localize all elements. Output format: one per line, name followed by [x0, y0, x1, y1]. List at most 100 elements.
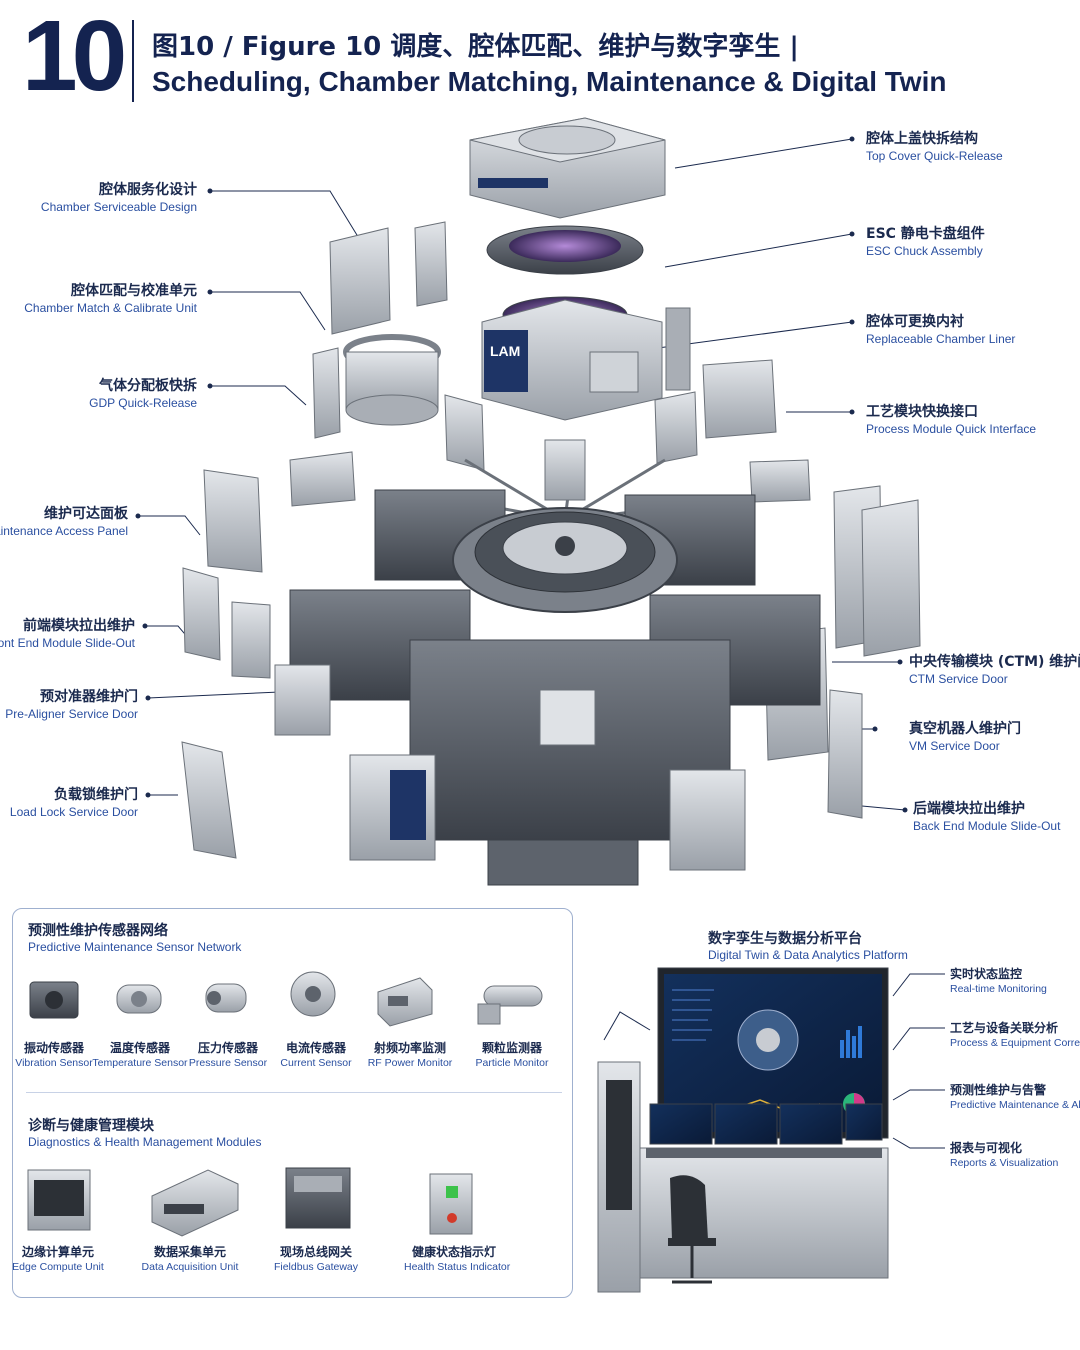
edge-compute-unit-icon — [27, 1169, 91, 1231]
sensor-label-en: Temperature Sensor — [92, 1057, 188, 1069]
callout-label-en: Front End Module Slide-Out — [0, 636, 135, 650]
callout-label-cn: 中央传输模块 (CTM) 维护门 — [909, 654, 1080, 670]
sensor-icons — [29, 971, 543, 1027]
callout-vm-service-door: 真空机器人维护门 VM Service Door — [909, 720, 1021, 754]
callout-label-en: Top Cover Quick-Release — [866, 149, 1003, 163]
diagnostic-label-cn: 边缘计算单元 — [21, 1245, 94, 1259]
esc-chuck-part — [486, 225, 644, 275]
callout-front-end-module-slide-out: 前端模块拉出维护 Front End Module Slide-Out — [0, 617, 135, 651]
diagnostic-item-fieldbus-gateway: 现场总线网关 Fieldbus Gateway — [266, 1244, 366, 1274]
callout-chamber-serviceable-design: 腔体服务化设计 Chamber Serviceable Design — [41, 181, 197, 215]
callout-label-en: CTM Service Door — [909, 672, 1008, 686]
sensor-label-en: Particle Monitor — [475, 1057, 549, 1069]
callout-label-en: Chamber Match & Calibrate Unit — [24, 301, 197, 315]
vibration-sensor-icon — [29, 981, 79, 1019]
current-sensor-icon — [290, 971, 336, 1017]
callout-load-lock-service-door: 负载锁维护门 Load Lock Service Door — [10, 786, 138, 820]
health-status-indicator-icon — [429, 1173, 473, 1235]
title-chinese: 图10 / Figure 10 调度、腔体匹配、维护与数字孪生 | — [152, 32, 799, 62]
panel-divider — [26, 1092, 562, 1093]
callout-pre-aligner-service-door: 预对准器维护门 Pre-Aligner Service Door — [5, 688, 138, 722]
twin-feature-en: Reports & Visualization — [950, 1157, 1059, 1169]
sensor-item-pressure: 压力传感器 Pressure Sensor — [178, 1040, 278, 1070]
twin-feature-reports: 报表与可视化 Reports & Visualization — [950, 1140, 1058, 1170]
callout-label-en: Process Module Quick Interface — [866, 422, 1037, 436]
callout-label-cn: ESC 静电卡盘组件 — [866, 226, 985, 242]
callout-label-cn: 前端模块拉出维护 — [23, 618, 135, 634]
section-title-cn: 预测性维护传感器网络 — [28, 923, 168, 939]
fieldbus-gateway-icon — [285, 1167, 351, 1229]
callout-chamber-match-calibrate: 腔体匹配与校准单元 Chamber Match & Calibrate Unit — [24, 282, 197, 316]
diagnostic-label-en: Health Status Indicator — [404, 1261, 511, 1273]
diagnostic-item-health-indicator: 健康状态指示灯 Health Status Indicator — [404, 1244, 511, 1274]
callout-maintenance-access-panel: 维护可达面板 Maintenance Access Panel — [0, 505, 128, 539]
callout-label-cn: 腔体上盖快拆结构 — [866, 131, 978, 147]
chamber-body-part: LAM — [481, 296, 691, 421]
diagnostic-label-en: Fieldbus Gateway — [273, 1261, 359, 1273]
callout-label-cn: 预对准器维护门 — [40, 689, 138, 705]
diagnostic-label-cn: 数据采集单元 — [153, 1245, 226, 1259]
temperature-sensor-icon — [116, 984, 162, 1014]
sensor-label-cn: 振动传感器 — [23, 1041, 84, 1055]
left-leader-dots — [135, 188, 213, 798]
rf-power-monitor-icon — [377, 977, 433, 1027]
callout-label-en: Back End Module Slide-Out — [913, 819, 1061, 833]
sensor-label-en: Pressure Sensor — [188, 1057, 268, 1069]
title-english: Scheduling, Chamber Matching, Maintenanc… — [152, 66, 947, 97]
callout-label-cn: 腔体匹配与校准单元 — [71, 283, 197, 299]
twin-feature-cn: 预测性维护与告警 — [950, 1083, 1047, 1097]
diagnostics-heading: 诊断与健康管理模块 Diagnostics & Health Managemen… — [28, 1115, 261, 1149]
top-cover-part — [469, 117, 666, 219]
section-title-cn: 诊断与健康管理模块 — [28, 1118, 154, 1134]
callout-label-en: GDP Quick-Release — [89, 396, 197, 410]
callout-top-cover-quick-release: 腔体上盖快拆结构 Top Cover Quick-Release — [866, 130, 1003, 164]
sensor-label-cn: 电流传感器 — [285, 1041, 346, 1055]
callout-label-en: Load Lock Service Door — [9, 805, 138, 819]
chamber-liner-part — [343, 334, 441, 426]
lam-brand-label: LAM — [490, 343, 520, 359]
callout-label-cn: 后端模块拉出维护 — [913, 801, 1025, 817]
twin-feature-cn: 工艺与设备关联分析 — [950, 1021, 1059, 1035]
diagnostic-label-cn: 现场总线网关 — [279, 1245, 352, 1259]
twin-feature-cn: 报表与可视化 — [950, 1141, 1023, 1155]
callout-label-en: Chamber Serviceable Design — [40, 200, 197, 214]
section-title-cn: 数字孪生与数据分析平台 — [708, 931, 862, 947]
sensor-label-cn: 压力传感器 — [197, 1041, 258, 1055]
sensor-item-vibration: 振动传感器 Vibration Sensor — [4, 1040, 104, 1070]
section-title-en: Diagnostics & Health Management Modules — [28, 1135, 262, 1149]
callout-label-cn: 腔体可更换内衬 — [866, 314, 964, 330]
callout-esc-chuck-assembly: ESC 静电卡盘组件 ESC Chuck Assembly — [866, 225, 985, 259]
callout-label-cn: 负载锁维护门 — [54, 787, 138, 803]
pressure-sensor-icon — [205, 983, 247, 1013]
callout-ctm-service-door: 中央传输模块 (CTM) 维护门 CTM Service Door — [909, 653, 1080, 687]
diagnostic-item-edge-compute: 边缘计算单元 Edge Compute Unit — [8, 1244, 108, 1274]
twin-feature-predictive-alerts: 预测性维护与告警 Predictive Maintenance & Alerts — [950, 1082, 1080, 1112]
sensor-label-en: RF Power Monitor — [367, 1057, 453, 1069]
callout-process-module-quick-interface: 工艺模块快换接口 Process Module Quick Interface — [866, 403, 1036, 437]
right-leader-dots — [849, 136, 908, 813]
sensor-item-rf-power: 射频功率监测 RF Power Monitor — [360, 1040, 460, 1070]
sensor-item-particle: 颗粒监测器 Particle Monitor — [462, 1040, 562, 1070]
sensor-label-cn: 温度传感器 — [109, 1041, 170, 1055]
diagnostic-item-data-acquisition: 数据采集单元 Data Acquisition Unit — [140, 1244, 240, 1274]
header-divider — [132, 20, 134, 102]
diagnostic-label-cn: 健康状态指示灯 — [411, 1245, 496, 1259]
sensor-label-cn: 射频功率监测 — [373, 1041, 446, 1055]
callout-label-en: Replaceable Chamber Liner — [866, 332, 1016, 346]
callout-label-en: ESC Chuck Assembly — [866, 244, 983, 258]
digital-twin-heading: 数字孪生与数据分析平台 Digital Twin & Data Analytic… — [708, 928, 908, 962]
callout-label-cn: 工艺模块快换接口 — [866, 404, 978, 420]
sensor-label-en: Vibration Sensor — [15, 1057, 93, 1069]
callout-replaceable-chamber-liner: 腔体可更换内衬 Replaceable Chamber Liner — [866, 313, 1015, 347]
sensor-item-temperature: 温度传感器 Temperature Sensor — [90, 1040, 190, 1070]
callout-label-en: Maintenance Access Panel — [0, 524, 128, 538]
twin-feature-en: Process & Equipment Correlation — [950, 1037, 1080, 1049]
central-transfer-module — [274, 439, 821, 886]
loose-service-panels — [181, 221, 921, 859]
callout-label-cn: 维护可达面板 — [44, 506, 128, 522]
callout-label-en: VM Service Door — [909, 739, 1000, 753]
section-title-en: Predictive Maintenance Sensor Network — [28, 940, 242, 954]
twin-feature-realtime-monitoring: 实时状态监控 Real-time Monitoring — [950, 966, 1047, 996]
figure-number: 10 — [22, 0, 127, 112]
